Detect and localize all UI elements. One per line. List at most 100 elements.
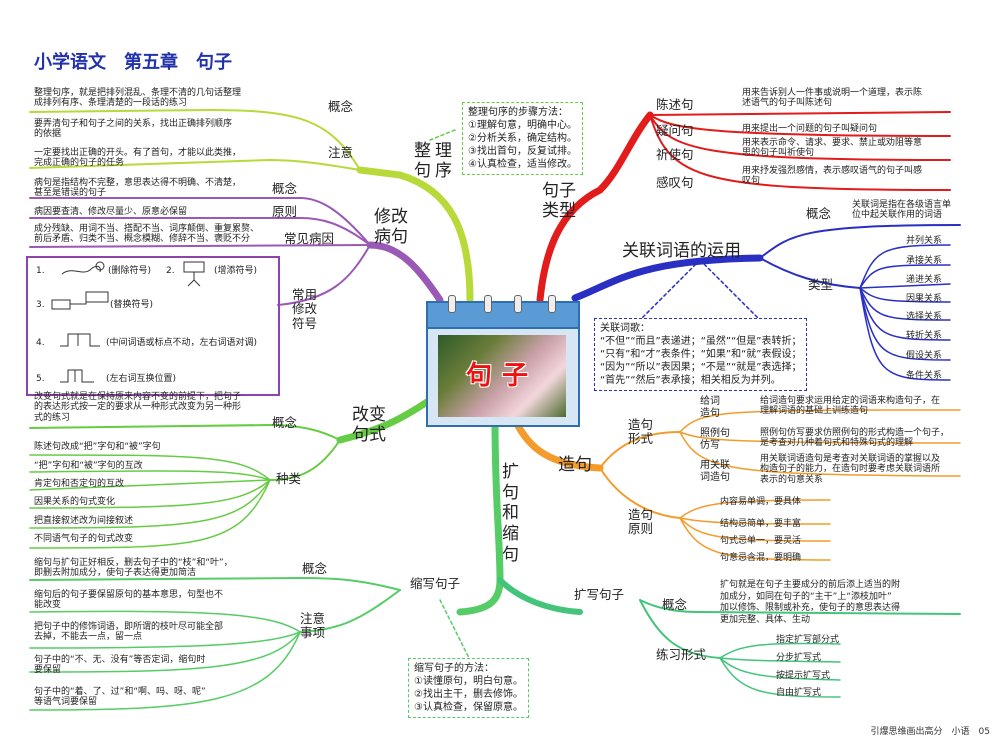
relation-type: 递进关系 [906, 275, 943, 285]
page-footer: 引爆思维画出高分 小语 05 [870, 727, 990, 737]
zaoju-form-name: 给词 造句 [700, 396, 720, 419]
zaoju-form-name: 用关联 词造句 [700, 460, 730, 483]
guanlian-gainian-label: 概念 [806, 206, 832, 221]
xiugai-gainian-text: 病句是指结构不完整，意思表达得不明确、不清楚， 甚至是错误的句子 [34, 178, 242, 199]
gaibian-gainian-text: 改变句式就是在保持原来内容不变的前提下，把句子 的表达形式按一定的要求从一种形式… [34, 392, 242, 423]
symbol-desc: (中间词语或标点不动，左右词语对调) [106, 338, 258, 348]
sentence-type-desc: 用来告诉别人一件事或说明一个道理，表示陈 述语气的句子叫陈述句 [742, 88, 923, 109]
suoxie-zhuyi-item: 把句子中的修饰词语，即所谓的枝叶尽可能全部 去掉，不能去一点，留一点 [34, 622, 224, 643]
ring-icon [484, 295, 492, 313]
kuoxie-form: 指定扩写部分式 [776, 635, 840, 645]
symbol-desc: (增添符号) [214, 266, 258, 276]
kuoxie-gainian-label: 概念 [662, 597, 688, 612]
gaibian-item: 不同语气句子的句式改变 [34, 534, 134, 544]
relation-type: 并列关系 [906, 236, 943, 246]
suoxie-gainian-label: 概念 [302, 561, 328, 576]
ring-icon [448, 295, 456, 313]
sentence-type-desc: 用来表示命令、请求、要求、禁止或劝阻等意 思的句子叫祈使句 [742, 138, 923, 159]
sentence-type-desc: 用来抒发强烈感情，表示感叹语气的句子叫感 叹句 [742, 166, 923, 187]
symbol-desc: (替换符号) [110, 300, 154, 310]
suoxie-zhuyi-item: 句子中的“不、无、没有”等否定词，缩句时 要保留 [34, 655, 206, 676]
suoxie-zhuyi-label: 注意 事项 [300, 611, 326, 641]
suoxie-method-box: 缩写句子的方法： ①读懂原句，明白句意。 ②找出主干，删去修饰。 ③认真检查，保… [408, 658, 529, 718]
replace-symbol-icon [51, 291, 109, 310]
zaoju-form-desc: 用关联词语造句是考查对关联词语的掌握以及 构造句子的能力，在造句时要考虑关联词语… [760, 454, 941, 485]
gaibian-item: 因果关系的句式变化 [34, 497, 116, 507]
relation-type: 假设关系 [906, 351, 943, 361]
zhengli-gainian-text: 整理句序，就是把排列混乱、条理不清的几句话整理 成排列有序、条理清楚的一段话的练… [34, 88, 242, 109]
branch-gaibian [336, 396, 434, 444]
ring-icon [514, 295, 522, 313]
gaibian-item: 陈述句改成“把”字句和“被”字句 [34, 442, 161, 452]
xiugai-label: 修改 病句 [374, 207, 408, 247]
gaibian-item: “把”字句和“被”字句的互改 [34, 461, 143, 471]
swap-symbol-icon [60, 369, 94, 383]
kuoxie-form: 自由扩写式 [776, 688, 822, 698]
swap-middle-symbol-icon [60, 333, 100, 347]
branch-juzi-leixing [536, 111, 654, 304]
sentence-type-name: 感叹句 [656, 175, 694, 190]
zhengli-label: 整理 句序 [414, 141, 456, 181]
suoxie-gainian-text: 缩句与扩句正好相反，删去句子中的“枝”和“叶”， 即删去附加成分，使句子表达得更… [34, 558, 233, 579]
page-title: 小学语文 第五章 句子 [34, 52, 232, 73]
ring-icon [548, 295, 556, 313]
gaibian-item: 把直接叙述改为间接叙述 [34, 516, 134, 526]
gaibian-item: 肯定句和否定句的互改 [34, 479, 125, 489]
suoxie-label: 缩写句子 [410, 576, 461, 591]
kuoxie-gainian-text: 扩句就是在句子主要成分的前后添上适当的附 加成分，如同在句子的“主干”上“添枝加… [720, 580, 901, 626]
gaibian-gainian-label: 概念 [272, 415, 298, 430]
zaoju-label: 造句 [558, 455, 592, 475]
suoxie-zhuyi-item: 缩句后的句子要保留原句的基本意思，句型也不 能改变 [34, 590, 224, 611]
sentence-type-desc: 用来提出一个问题的句子叫疑问句 [742, 124, 878, 134]
branch-zaoju [511, 416, 604, 472]
relation-type: 转折关系 [906, 331, 943, 341]
calendar-body [426, 327, 580, 427]
insert-symbol-icon [183, 261, 205, 287]
xiugai-changjian-text: 成分残缺、用词不当、搭配不当、词序颠倒、重复累赘、 前后矛盾、归类不当、概念模糊… [34, 224, 260, 245]
blossom-photo [438, 335, 566, 417]
zaoju-principle: 句式忌单一，要灵活 [720, 536, 802, 546]
symbol-desc: (左右词互换位置) [106, 374, 177, 384]
xiugai-changjian-label: 常见病因 [284, 231, 335, 246]
branch-kuo-suo [456, 416, 504, 616]
zaoju-principle: 句意忌含混，要明确 [720, 553, 802, 563]
symbol-number: 5. [36, 374, 45, 384]
symbol-number: 1. [36, 266, 45, 276]
zhengli-zhuyi-1: 要弄清句子和句子之间的关系，找出正确排列顺序 的依据 [34, 119, 233, 140]
zaoju-form-desc: 照例句仿写要求仿照例句的形式构造一个句子， 是考查对几种着句式和特殊句式的理解 [760, 428, 950, 449]
zaoju-principle: 内容易单调，要具体 [720, 497, 802, 507]
suoxie-zhuyi-item: 句子中的“着、了、过”和“啊、吗、呀、呢” 等语气词要保留 [34, 687, 206, 708]
relation-type: 选择关系 [906, 312, 943, 322]
branch-guanlian [571, 254, 764, 302]
zaoju-principle: 结构忌简单，要丰富 [720, 519, 802, 529]
kuo-suo-label: 扩 句 和 缩 句 [502, 462, 519, 565]
zaoju-xingshi-label: 造句 形式 [628, 417, 654, 447]
juzi-leixing-label: 句子 类型 [542, 181, 576, 221]
zhengli-zhuyi-2: 一定要找出正确的开头。有了首句，才能以此类推， 完成正确的句子的任务 [34, 148, 242, 169]
kuoxie-lianxi-label: 练习形式 [656, 647, 707, 662]
zaoju-form-desc: 给词造句要求运用给定的词语来构造句子，在 理解词语的基础上训练造句 [760, 396, 941, 417]
symbol-number: 3. [36, 300, 45, 310]
guanlian-label: 关联词语的运用 [622, 241, 741, 261]
kuoxie-form: 按提示扩写式 [776, 671, 831, 681]
guanlian-gainian-text: 关联词是指在各级语言单 位中起关联作用的词语 [852, 200, 952, 221]
symbol-number: 4. [36, 338, 45, 348]
delete-symbol-icon [61, 261, 105, 275]
zhengli-zhuyi-label: 注意 [328, 145, 354, 160]
guanlian-song-box: 关联词歌： “不但”“而且”表递进；“虽然”“但是”表转折； “只有”和“才”表… [594, 318, 808, 391]
relation-type: 条件关系 [906, 371, 943, 381]
branch-xiugai [366, 241, 444, 304]
gaibian-label: 改变 句式 [352, 405, 386, 445]
xiugai-gainian-label: 概念 [272, 181, 298, 196]
zaoju-form-name: 照例句 仿写 [700, 428, 730, 451]
gaibian-zhonglei-label: 种类 [276, 471, 302, 486]
xiugai-yuanze-text: 病因要查清、修改尽量少、原意必保留 [34, 207, 188, 217]
zhengli-steps-box: 整理句序的步骤方法： ①理解句意，明确中心。 ②分析关系，确定结构。 ③找出首句… [462, 102, 583, 175]
center-topic: 句子 [426, 295, 580, 427]
relation-type: 因果关系 [906, 294, 943, 304]
xiugai-fuhao-label: 常用 修改 符号 [292, 287, 318, 331]
correction-symbols-box: 1. (删除符号) 2. (增添符号) 3. (替换符号) 4. (中间词语或标… [26, 256, 280, 396]
sentence-type-name: 疑问句 [656, 123, 694, 138]
symbol-number: 2. [166, 266, 175, 276]
